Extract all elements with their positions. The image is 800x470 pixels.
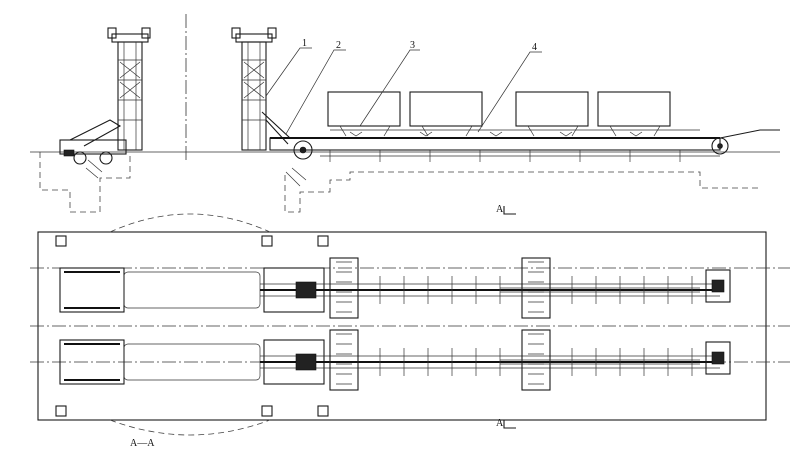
callout-1-label: 1 — [302, 38, 307, 49]
left-tilt-mechanism — [59, 119, 127, 179]
callout-2-label: 2 — [336, 40, 341, 51]
conveyor-rail — [269, 129, 780, 162]
callout-4-label: 4 — [532, 42, 537, 53]
carriages — [327, 91, 700, 137]
track-a — [59, 257, 731, 319]
track-b — [59, 329, 731, 391]
section-title-label: A—A — [130, 438, 155, 449]
elevation-view: 1 2 3 4 A — [30, 14, 780, 215]
callout-leaders — [265, 47, 542, 135]
callout-3-label: 3 — [410, 40, 415, 51]
plan-pillars — [55, 235, 329, 417]
section-mark-lower — [503, 420, 516, 429]
left-foundation-pit — [39, 152, 131, 213]
section-mark-lower-label: A — [496, 418, 504, 429]
plan-view: A A—A — [30, 213, 790, 449]
left-tower — [107, 27, 151, 151]
section-mark-upper — [503, 206, 516, 215]
plan-turntable-arcs — [109, 213, 271, 436]
right-foundation-pit — [284, 171, 760, 213]
right-tower — [231, 27, 277, 151]
section-mark-upper-label: A — [496, 204, 504, 215]
